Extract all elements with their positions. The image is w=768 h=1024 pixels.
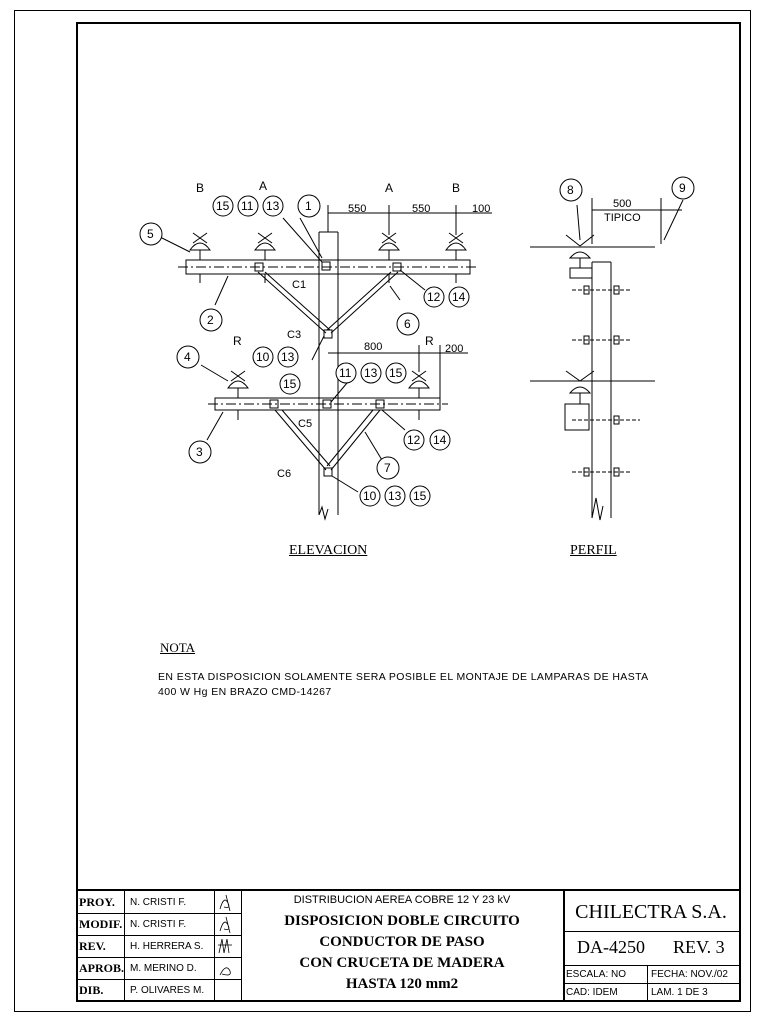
dimension-label: 550	[412, 203, 431, 215]
title-line: CONDUCTOR DE PASO	[319, 934, 485, 950]
callout-number: 15	[283, 377, 297, 391]
callout-number: 10	[256, 350, 270, 364]
company-name: CHILECTRA S.A.	[575, 901, 727, 923]
callout-circles	[139, 176, 695, 507]
person-name: H. HERRERA S.	[130, 941, 204, 952]
role-label: MODIF.	[79, 917, 123, 931]
scale: ESCALA: NO	[566, 969, 627, 980]
cad: CAD: IDEM	[566, 987, 618, 998]
revision: REV. 3	[673, 937, 725, 957]
title-area: DISTRIBUCION AEREA COBRE 12 Y 23 kV DISP…	[241, 891, 565, 1002]
callout-number: 13	[388, 489, 402, 503]
phase-label: R	[425, 334, 434, 348]
callout-number: 14	[433, 433, 447, 447]
insulator-upper-4	[445, 232, 467, 283]
callout-number: 8	[567, 183, 574, 197]
role-label: DIB.	[79, 983, 104, 997]
dimension-label: 100	[472, 203, 491, 215]
dimension-label: 200	[445, 343, 464, 355]
upper-braces	[254, 261, 402, 339]
callout-number: 11	[241, 199, 254, 213]
sheet-inner-border	[76, 22, 741, 1002]
dimension-label: TIPICO	[604, 212, 641, 224]
note-heading: NOTA	[160, 640, 196, 655]
phase-label: B	[196, 181, 205, 195]
phase-label: A	[385, 181, 394, 195]
component-label: C5	[298, 418, 313, 430]
drawing-number: DA-4250	[577, 937, 645, 957]
profile-view	[530, 198, 684, 521]
elevation-title: ELEVACION	[289, 543, 368, 558]
sheet-number: LAM. 1 DE 3	[651, 987, 708, 998]
phase-label: B	[452, 181, 461, 195]
note-text: EN ESTA DISPOSICION SOLAMENTE SERA POSIB…	[158, 671, 649, 683]
component-label: C3	[287, 329, 302, 341]
insulator-lower-2	[408, 370, 430, 420]
person-name: N. CRISTI F.	[130, 919, 187, 930]
drawing-info: CHILECTRA S.A. DA-4250 REV. 3 ESCALA: NO…	[563, 891, 739, 1002]
component-label: C6	[277, 468, 292, 480]
role-label: APROB.	[79, 961, 124, 975]
signature-table: PROY. N. CRISTI F. MODIF. N. CRISTI F. R…	[76, 891, 242, 1002]
sheet-outer-border	[14, 10, 751, 1012]
callout-number: 7	[384, 461, 391, 475]
dimension-label: 800	[364, 341, 383, 353]
callout-number: 10	[363, 489, 377, 503]
callout-number: 15	[216, 199, 230, 213]
profile-title: PERFIL	[570, 543, 617, 558]
callout-number: 15	[413, 489, 427, 503]
title-block: PROY. N. CRISTI F. MODIF. N. CRISTI F. R…	[76, 889, 741, 1002]
title-line: HASTA 120 mm2	[345, 976, 459, 992]
component-label: C1	[292, 279, 307, 291]
elevation-view	[159, 205, 492, 521]
person-name: N. CRISTI F.	[130, 897, 187, 908]
callout-number: 13	[364, 366, 378, 380]
callout-number: 15	[389, 366, 403, 380]
dimension-label: 550	[348, 203, 367, 215]
insulator-lower-1	[227, 370, 249, 420]
callout-number: 2	[207, 313, 214, 327]
signatures	[218, 894, 232, 976]
callout-number: 3	[196, 445, 203, 459]
callout-number: 13	[266, 199, 280, 213]
title-line: DISPOSICION DOBLE CIRCUITO	[284, 913, 520, 929]
callout-number: 12	[427, 290, 441, 304]
callout-number: 12	[407, 433, 421, 447]
insulator-upper-3	[378, 232, 400, 283]
phase-label: A	[259, 179, 268, 193]
person-name: P. OLIVARES M.	[130, 985, 205, 996]
dimension-label: 500	[613, 198, 632, 210]
lower-braces	[269, 399, 385, 477]
person-name: M. MERINO D.	[130, 963, 197, 974]
title-line: CON CRUCETA DE MADERA	[299, 955, 505, 971]
callout-number: 13	[281, 350, 295, 364]
callout-number: 1	[305, 199, 312, 213]
callout-number: 14	[452, 290, 466, 304]
insulator-upper-1	[189, 232, 211, 283]
date: FECHA: NOV./02	[651, 969, 728, 980]
callout-number: 6	[404, 317, 411, 331]
insulator-upper-2	[254, 232, 276, 283]
note-text: 400 W Hg EN BRAZO CMD-14267	[158, 686, 332, 698]
role-label: REV.	[79, 939, 106, 953]
callout-number: 9	[679, 181, 686, 195]
subtitle: DISTRIBUCION AEREA COBRE 12 Y 23 kV	[293, 894, 511, 906]
callout-number: 5	[147, 227, 154, 241]
phase-label: R	[233, 334, 242, 348]
callout-number: 11	[339, 366, 352, 380]
callout-number: 4	[184, 350, 191, 364]
role-label: PROY.	[79, 895, 115, 909]
